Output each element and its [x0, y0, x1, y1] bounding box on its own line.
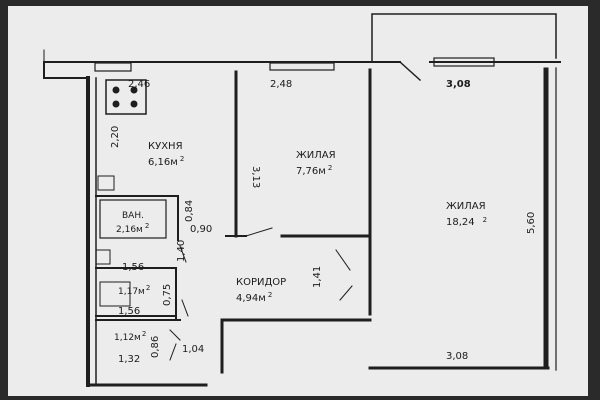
living-large-area: 18,24	[446, 217, 475, 228]
svg-text:КОРИДОР: КОРИДОР	[236, 277, 286, 288]
balcony-door	[398, 60, 422, 82]
living-small-sup: 2	[328, 164, 332, 172]
dim-kitchen-side: 2,20	[110, 126, 121, 148]
dim-living-small-top: 2,48	[270, 79, 292, 90]
toilet	[99, 281, 131, 307]
bathtub	[99, 199, 167, 239]
living-large-name: ЖИЛАЯ	[446, 201, 486, 212]
dim-bath-side: 0,84	[184, 200, 195, 222]
stove	[105, 79, 147, 115]
svg-text:ЖИЛАЯ: ЖИЛАЯ	[296, 150, 336, 161]
closet-area: 1,12м	[114, 333, 141, 343]
svg-text:ЖИЛАЯ: ЖИЛАЯ	[446, 201, 486, 212]
kitchen-sup: 2	[180, 155, 184, 163]
dim-bath-door: 0,90	[190, 224, 212, 235]
corridor-name: КОРИДОР	[236, 277, 286, 288]
dim-kitchen-top: 2,46	[128, 79, 150, 90]
dim-living-large-side: 5,60	[526, 212, 537, 234]
svg-text:КУХНЯ: КУХНЯ	[148, 141, 183, 152]
door-living-small	[245, 227, 273, 237]
balcony	[371, 13, 557, 63]
closet-sup: 2	[142, 330, 146, 338]
dim-closet-door: 1,04	[182, 344, 204, 355]
wc-sup: 2	[146, 284, 150, 292]
dim-corridor-side: 1,41	[312, 266, 323, 288]
window-large-room	[433, 57, 495, 67]
window-kitchen	[94, 62, 132, 72]
dim-living-small-side: 3,13	[250, 166, 261, 188]
bath-area: 2,16м	[116, 225, 143, 235]
bath-sup: 2	[145, 222, 149, 230]
dim-wc-side: 0,75	[162, 284, 173, 306]
kitchen-name: КУХНЯ	[148, 141, 183, 152]
dim-wc-bottom: 1,56	[118, 306, 140, 317]
dim-bath-vert: 1,40	[176, 240, 187, 262]
wc-area: 1,17м	[118, 287, 145, 297]
door-large-room-1	[335, 249, 351, 271]
window-room	[269, 62, 335, 71]
dim-closet-side: 0,86	[150, 336, 161, 358]
corridor-sup: 2	[268, 291, 272, 299]
dimension-labels: 2,46 2,20 2,48 3,13 3,08 3,08 5,60 0,84 …	[110, 79, 537, 365]
door-large-room-2	[339, 285, 353, 301]
dim-closet-bottom: 1,32	[118, 354, 140, 365]
kitchen-area: 6,16м	[148, 157, 178, 168]
living-small-name: ЖИЛАЯ	[296, 150, 336, 161]
sink	[97, 175, 115, 191]
living-small-area: 7,76м	[296, 166, 326, 177]
svg-text:1,17м2: 1,17м2	[118, 284, 150, 297]
bath-name: ВАН.	[122, 211, 144, 221]
dim-bath-bottom: 1,56	[122, 262, 144, 273]
walls	[43, 13, 561, 387]
corridor-area: 4,94м	[236, 293, 266, 304]
svg-text:1,12м2: 1,12м2	[114, 330, 146, 343]
dim-living-large-top: 3,08	[446, 79, 471, 90]
dim-living-large-bottom: 3,08	[446, 351, 468, 362]
living-large-sup: 2	[483, 216, 487, 224]
svg-text:ВАН.: ВАН.	[122, 211, 144, 221]
svg-text:18,242: 18,24 2	[446, 216, 487, 228]
